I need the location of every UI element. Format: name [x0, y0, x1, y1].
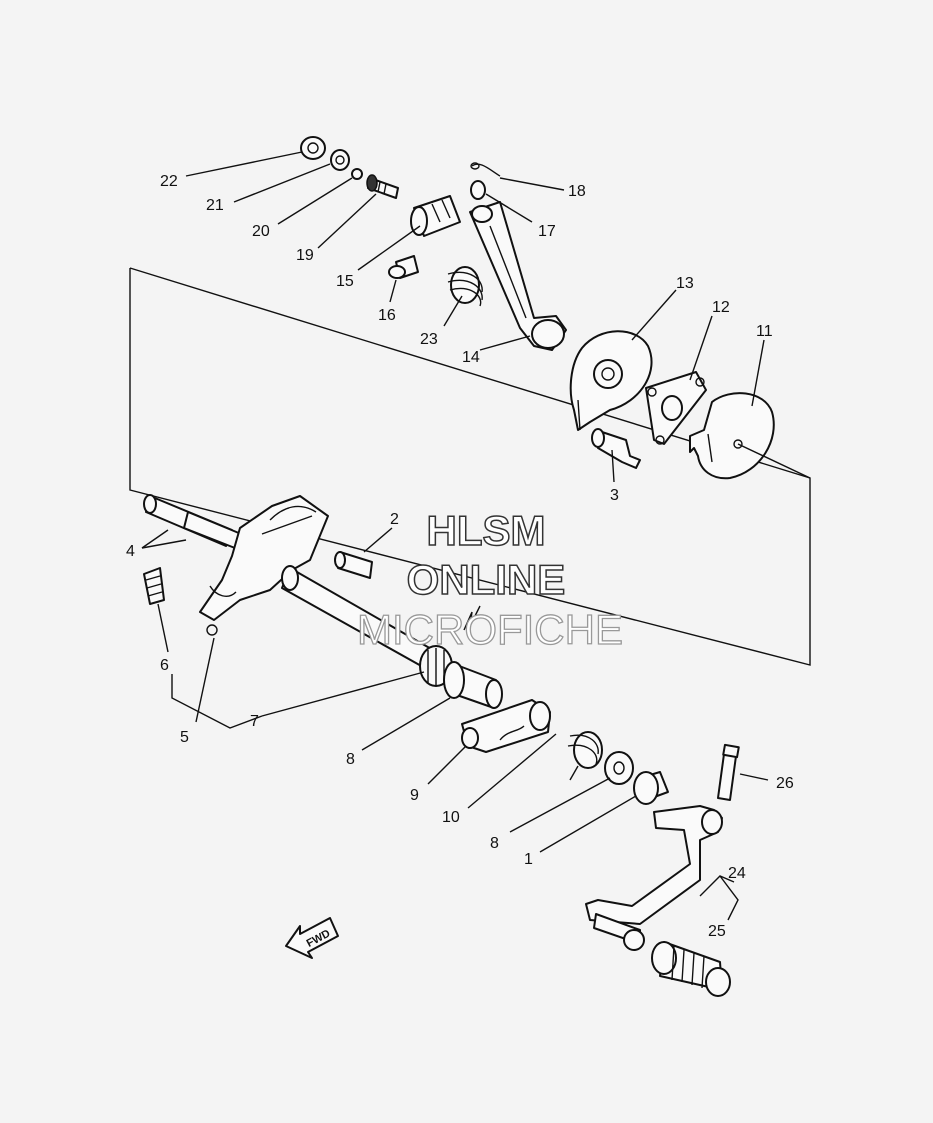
part-18-cotter-pin	[470, 162, 501, 177]
label-10: 10	[442, 809, 460, 826]
part-13-stopper-plate	[569, 330, 653, 431]
label-3: 3	[610, 487, 619, 504]
label-15: 15	[336, 273, 354, 290]
leader-lines	[141, 151, 811, 921]
label-14: 14	[462, 349, 480, 366]
label-5: 5	[180, 729, 189, 746]
part-8-collar-upper	[419, 645, 503, 709]
part-1-collar	[633, 771, 669, 805]
label-1: 1	[524, 851, 533, 868]
label-7: 7	[250, 713, 259, 730]
part-17-washer	[470, 180, 486, 200]
label-19: 19	[296, 247, 314, 264]
part-5-spring	[209, 585, 237, 597]
label-8-lower: 8	[490, 835, 499, 852]
label-22: 22	[160, 173, 178, 190]
part-19-bolt	[366, 174, 399, 199]
label-17: 17	[538, 223, 556, 240]
part-2-pin	[334, 551, 373, 579]
label-2: 2	[390, 511, 399, 528]
part-23-spring	[447, 266, 483, 307]
watermark-line-2: ONLINE	[407, 556, 566, 603]
part-14-shift-arm	[469, 201, 567, 351]
part-21-washer	[330, 149, 350, 171]
fwd-arrow-icon: FWD	[285, 917, 339, 959]
part-26-bolt	[717, 743, 740, 801]
part-25-pedal-rubber	[651, 941, 731, 997]
label-16: 16	[378, 307, 396, 324]
break-mark	[463, 605, 481, 631]
label-13: 13	[676, 275, 694, 292]
label-4: 4	[126, 543, 135, 560]
part-22-nut	[300, 136, 326, 160]
part-24-change-pedal	[585, 805, 723, 951]
label-8-upper: 8	[346, 751, 355, 768]
part-8-washer-lower	[604, 751, 634, 785]
watermark-line-1: HLSM	[427, 507, 546, 554]
part-6-spring	[143, 567, 165, 605]
label-23: 23	[420, 331, 438, 348]
label-25: 25	[708, 923, 726, 940]
label-9: 9	[410, 787, 419, 804]
label-20: 20	[252, 223, 270, 240]
part-20-washer	[351, 168, 363, 180]
label-6: 6	[160, 657, 169, 674]
part-11-cam	[689, 392, 775, 480]
watermark-line-3: MICROFICHE	[357, 606, 623, 653]
part-4-pins	[143, 494, 247, 551]
label-12: 12	[712, 299, 730, 316]
label-21: 21	[206, 197, 224, 214]
label-26: 26	[776, 775, 794, 792]
part-10-spring	[567, 731, 603, 781]
part-number-labels: 22 21 20 19 15 16 18 17 23 14 13 12 11 3…	[126, 173, 794, 940]
part-12-plate	[645, 371, 707, 445]
part-3-bolt	[591, 428, 641, 469]
watermark: HLSM ONLINE MICROFICHE	[356, 506, 623, 653]
label-11: 11	[756, 323, 773, 340]
part-16-pin	[388, 255, 419, 279]
label-18: 18	[568, 183, 586, 200]
label-24: 24	[728, 865, 746, 882]
part-9-shift-lever	[461, 699, 551, 753]
part-15-joint	[410, 195, 461, 237]
